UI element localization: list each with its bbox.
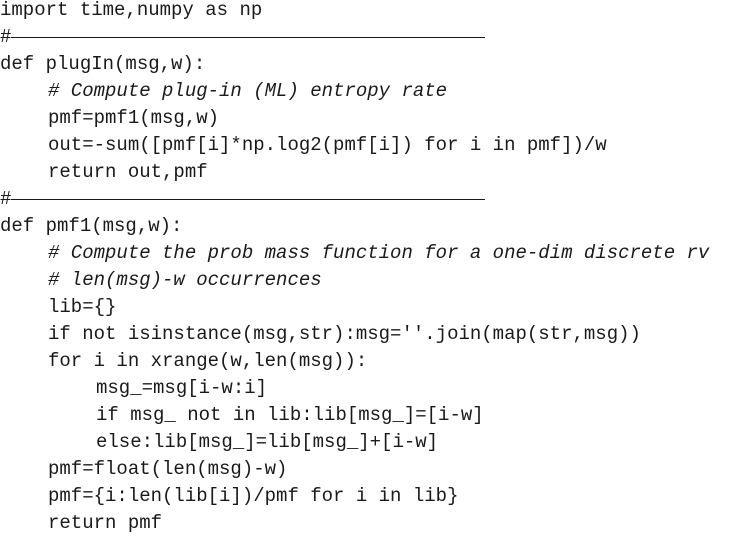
separator-line: # [0, 24, 485, 51]
code-line: pmf=float(len(msg)-w) [48, 458, 288, 480]
code-line-comment: # Compute plug-in (ML) entropy rate [48, 80, 448, 102]
separator-line: # [0, 186, 485, 213]
separator-rule [11, 199, 485, 200]
code-line: else:lib[msg_]=lib[msg_]+[i-w] [96, 431, 439, 453]
separator-hash: # [0, 26, 12, 48]
code-line-def-pmf1: def pmf1(msg,w): [0, 215, 183, 237]
separator-rule [11, 37, 485, 38]
code-line-comment: # Compute the prob mass function for a o… [48, 242, 710, 264]
code-line: for i in xrange(w,len(msg)): [48, 350, 368, 372]
code-line: pmf=pmf1(msg,w) [48, 107, 220, 129]
code-line-comment: # len(msg)-w occurrences [48, 269, 322, 291]
code-line: return out,pmf [48, 161, 208, 183]
code-line: lib={} [48, 296, 117, 318]
code-line: msg_=msg[i-w:i] [96, 377, 268, 399]
code-line-import: import time,numpy as np [0, 0, 263, 21]
code-line: if msg_ not in lib:lib[msg_]=[i-w] [96, 404, 484, 426]
code-line: pmf={i:len(lib[i])/pmf for i in lib} [48, 485, 459, 507]
code-line: return pmf [48, 512, 163, 534]
code-line: out=-sum([pmf[i]*np.log2(pmf[i]) for i i… [48, 134, 607, 156]
separator-hash: # [0, 188, 12, 210]
code-line: if not isinstance(msg,str):msg=''.join(m… [48, 323, 641, 345]
code-line-def-plugin: def plugIn(msg,w): [0, 53, 206, 75]
